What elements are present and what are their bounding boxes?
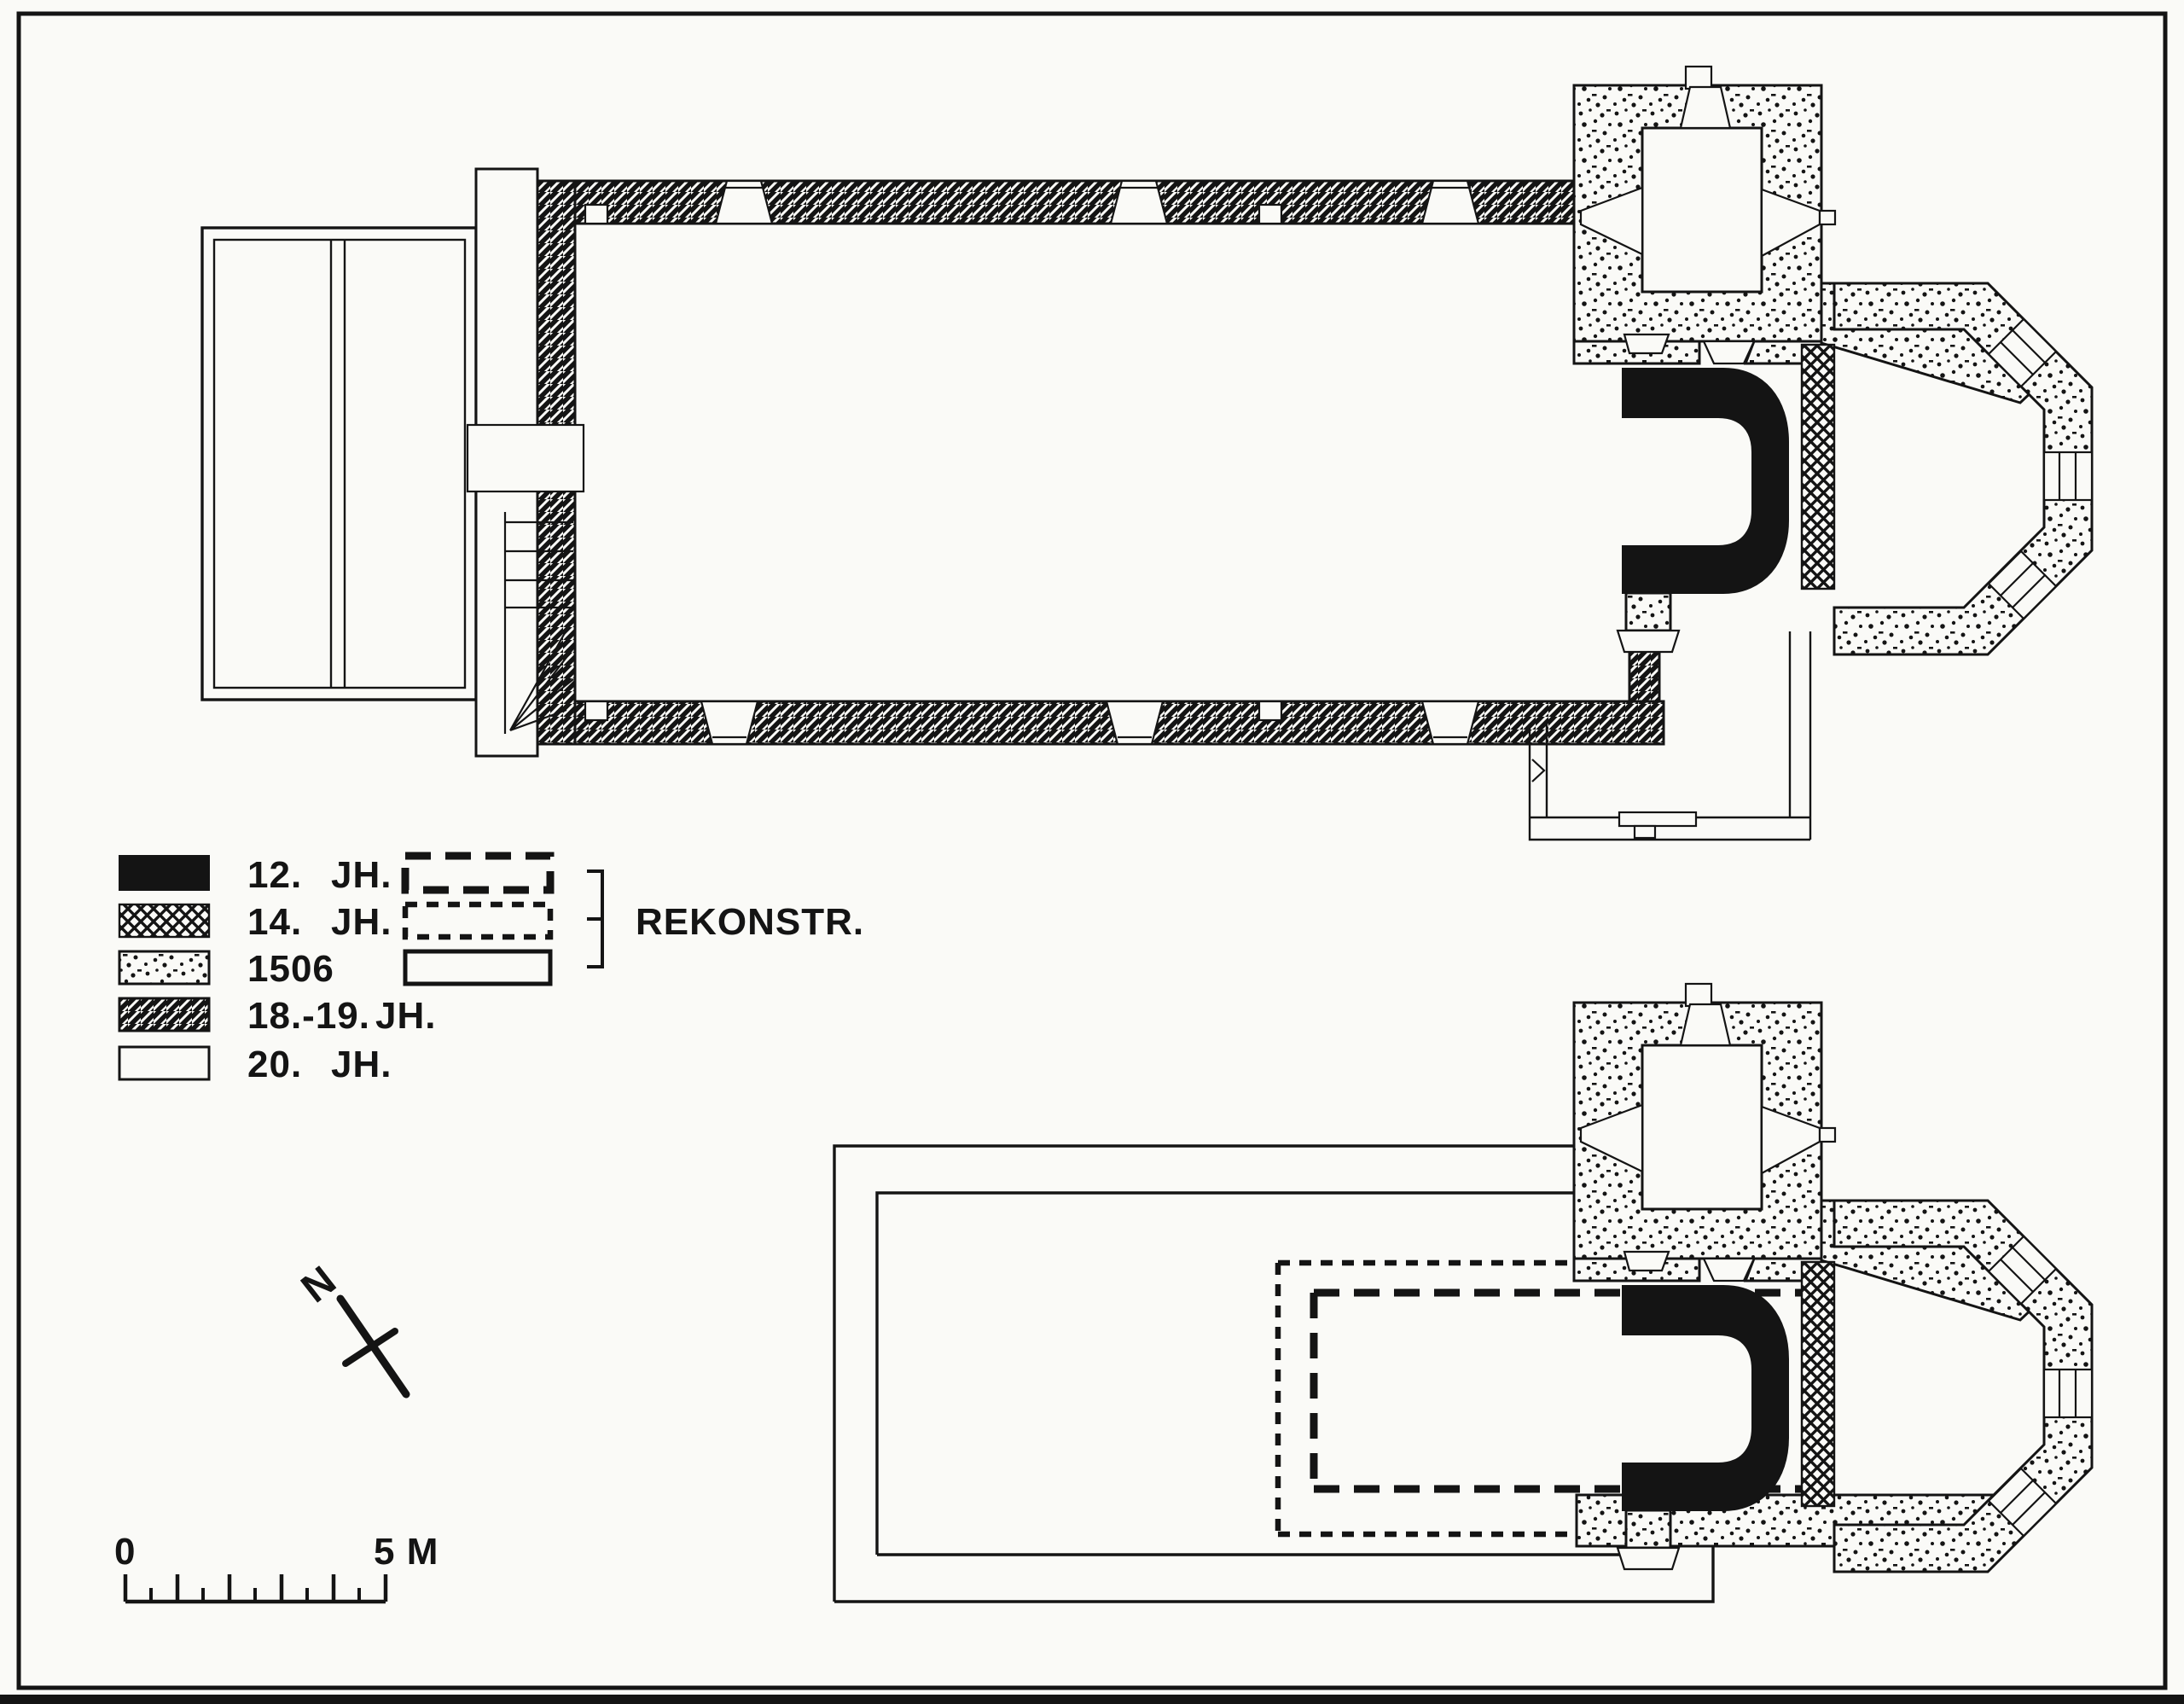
north-pilaster-notch-1 — [584, 203, 609, 225]
legend-era: JH. — [331, 1044, 392, 1085]
chapel-buttress-step-small — [1633, 824, 1657, 840]
chapel-door-swing — [1531, 759, 1546, 782]
south-window-1 — [700, 700, 759, 746]
legend: 12. JH. 14. JH. 1506 18.-19. JH. 20. JH. — [118, 852, 864, 1085]
swatch-solid-outline-rekonstr — [403, 949, 553, 986]
reconstruction-outer-wall-face — [833, 1144, 1715, 1603]
porch-inner-wall — [212, 238, 467, 689]
legend-label: 12. — [247, 854, 302, 896]
legend-row-20jh: 20. JH. — [118, 1044, 392, 1085]
scale-bar: 0 5 M — [114, 1531, 439, 1604]
south-window-2 — [1105, 700, 1165, 746]
legend-row-14jh: 14. JH. — [118, 901, 392, 943]
swatch-heavy-dashed-rekonstr — [401, 852, 555, 894]
rekonstr-label: REKONSTR. — [636, 901, 864, 943]
west-gable-wall — [466, 167, 585, 758]
south-chapel-20th-century — [1528, 631, 1812, 841]
legend-label: 20. — [247, 1044, 302, 1085]
swatch-fine-dashed-rekonstr — [402, 901, 554, 940]
swatch-stipple-1506 — [118, 950, 211, 986]
south-pilaster-notch-2 — [1258, 700, 1283, 722]
south-pilaster-notch-1 — [584, 700, 609, 722]
scale-major-ticks — [123, 1574, 388, 1602]
legend-label: 1506 — [247, 948, 334, 990]
nave-north-wall — [474, 179, 1578, 225]
legend-era: JH. — [331, 854, 392, 896]
north-window-3 — [1420, 179, 1480, 225]
scale-end-label: 5 M — [374, 1531, 439, 1573]
scan-edge-strip — [0, 1695, 2184, 1704]
chapel-buttress-step — [1618, 811, 1698, 828]
nave-south-wall — [474, 700, 1665, 746]
legend-era: JH. — [331, 901, 392, 943]
plate-frame — [16, 11, 2168, 1690]
legend-label: 18.-19. — [247, 995, 370, 1037]
swatch-hatch-18-19jh — [118, 997, 211, 1032]
north-arrow-crossbar — [342, 1328, 398, 1367]
rekonstr-bracket — [587, 869, 604, 968]
chapel-west-wall — [1528, 724, 1548, 817]
spiral-staircase — [503, 512, 574, 734]
chapel-east-wall — [1788, 631, 1812, 840]
scale-minor-ticks — [149, 1588, 361, 1602]
legend-reconstruction-group: REKONSTR. — [401, 852, 864, 986]
legend-label: 14. — [247, 901, 302, 943]
legend-row-18-19jh: 18.-19. JH. — [118, 995, 436, 1037]
lower-plan-reconstruction — [833, 982, 2094, 1603]
swatch-solid-black-12jh — [119, 855, 210, 891]
upper-plan-existing-state — [200, 65, 2094, 841]
north-window-1 — [714, 179, 774, 225]
legend-row-1506: 1506 — [118, 948, 334, 990]
swatch-outline-20jh — [118, 1045, 211, 1081]
legend-row-12jh: 12. JH. — [119, 854, 392, 896]
scale-zero-label: 0 — [114, 1531, 136, 1573]
porch-partition-wall — [329, 240, 346, 688]
north-pilaster-notch-2 — [1258, 203, 1283, 225]
north-window-2 — [1109, 179, 1169, 225]
legend-era: JH. — [375, 995, 436, 1037]
south-window-3 — [1420, 700, 1480, 746]
swatch-crosshatch-14jh — [118, 903, 211, 939]
west-door-opening — [466, 423, 585, 493]
